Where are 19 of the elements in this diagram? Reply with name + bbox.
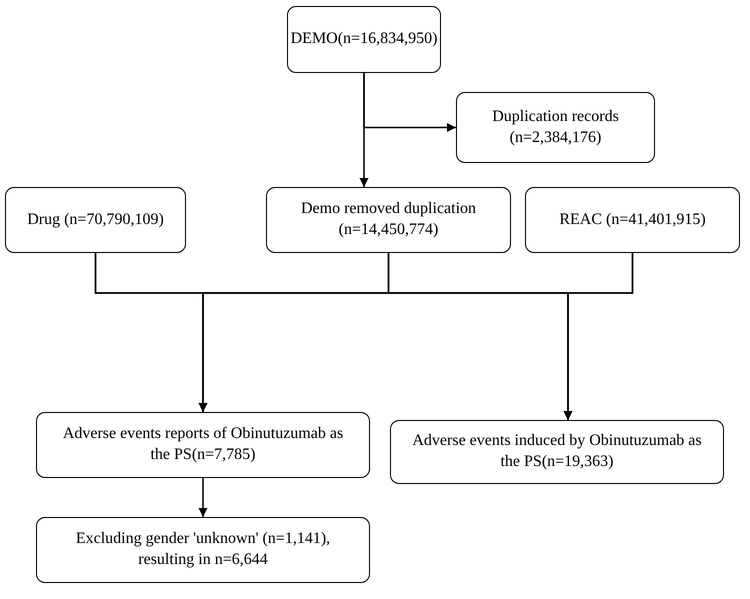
process-box bbox=[390, 420, 724, 484]
arrow bbox=[564, 253, 634, 420]
process-box bbox=[36, 412, 370, 478]
box-text: Duplication records (n=2,384,176) bbox=[491, 106, 620, 148]
process-box bbox=[266, 187, 511, 253]
process-box bbox=[5, 187, 186, 253]
box-text: Drug (n=70,790,109) bbox=[27, 210, 164, 230]
process-box bbox=[525, 187, 740, 253]
box-text: Demo removed duplication (n=14,450,774) bbox=[300, 199, 478, 240]
box-text: Adverse events reports of Obinutuzumab as the PS(n=7,785) bbox=[62, 424, 344, 465]
process-box bbox=[456, 92, 655, 163]
box-text: REAC (n=41,401,915) bbox=[559, 210, 706, 230]
box-text: Excluding gender 'unknown' (n=1,141), resulting in n=6,644 bbox=[74, 529, 332, 570]
arrow bbox=[198, 478, 208, 517]
box-text: Adverse events induced by Obinutuzumab as the PS(n=19,363) bbox=[411, 431, 703, 472]
process-box bbox=[287, 6, 441, 73]
box-text: DEMO(n=16,834,950) bbox=[290, 29, 438, 50]
process-box bbox=[36, 517, 370, 583]
arrow bbox=[363, 73, 456, 132]
